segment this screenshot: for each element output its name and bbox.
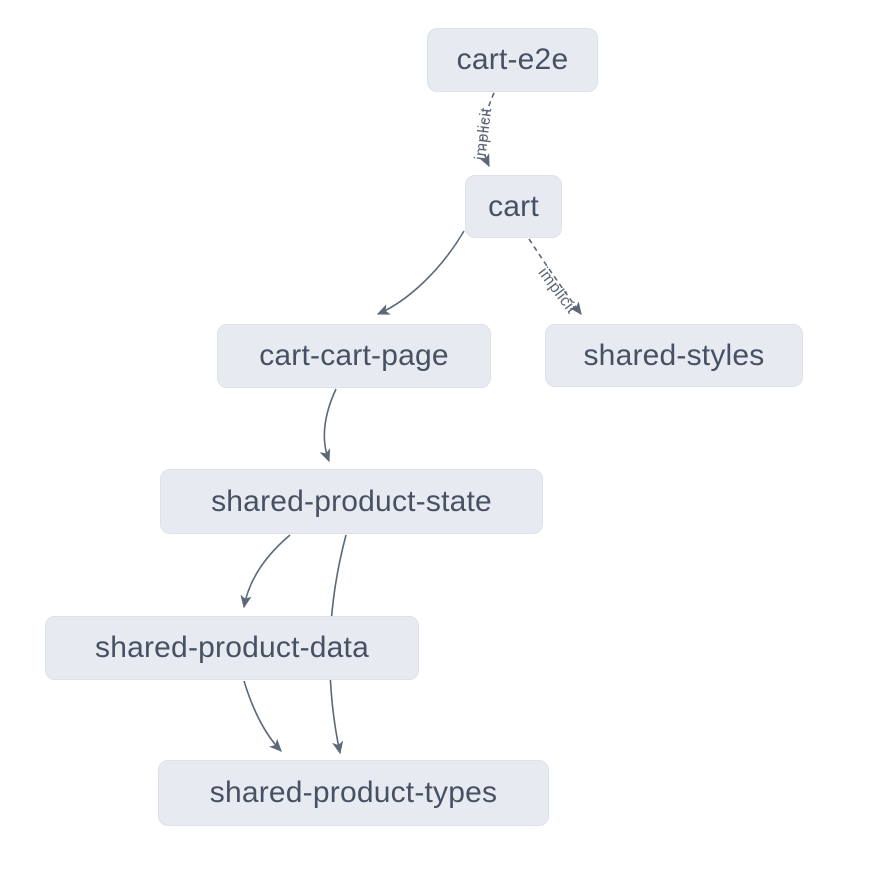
node-label: cart	[488, 189, 539, 223]
node-shared-product-data[interactable]: shared-product-data	[45, 616, 419, 680]
node-label: shared-product-data	[95, 631, 369, 664]
node-label: shared-product-state	[211, 484, 492, 518]
node-label: cart-e2e	[456, 43, 569, 76]
node-shared-product-state[interactable]: shared-product-state	[160, 469, 543, 534]
edge-label-implicit: implicit	[535, 265, 580, 318]
node-label: shared-product-types	[209, 776, 498, 809]
edge-cart-cart-page-to-shared-product-state	[319, 388, 337, 463]
edge-line	[478, 92, 495, 168]
node-cart[interactable]: cart	[465, 175, 562, 238]
edge-line	[243, 680, 282, 752]
edge-line	[319, 388, 337, 463]
edge-cart-to-cart-cart-page	[376, 230, 465, 315]
edge-cart-to-shared-styles: implicit	[528, 238, 582, 318]
edge-shared-product-state-to-shared-product-data	[240, 534, 291, 609]
edge-line	[240, 534, 291, 609]
node-shared-product-types[interactable]: shared-product-types	[158, 760, 549, 826]
node-cart-e2e[interactable]: cart-e2e	[427, 28, 598, 92]
edge-label-implicit: implicit	[472, 107, 495, 162]
node-label: cart-cart-page	[259, 339, 449, 372]
edge-cart-e2e-to-cart: implicit	[472, 92, 495, 168]
edge-shared-product-data-to-shared-product-types	[243, 680, 282, 752]
edge-line	[528, 238, 582, 316]
node-cart-cart-page[interactable]: cart-cart-page	[217, 324, 491, 388]
node-label: shared-styles	[583, 338, 765, 372]
edge-line	[376, 230, 465, 315]
node-shared-styles[interactable]: shared-styles	[545, 324, 803, 387]
